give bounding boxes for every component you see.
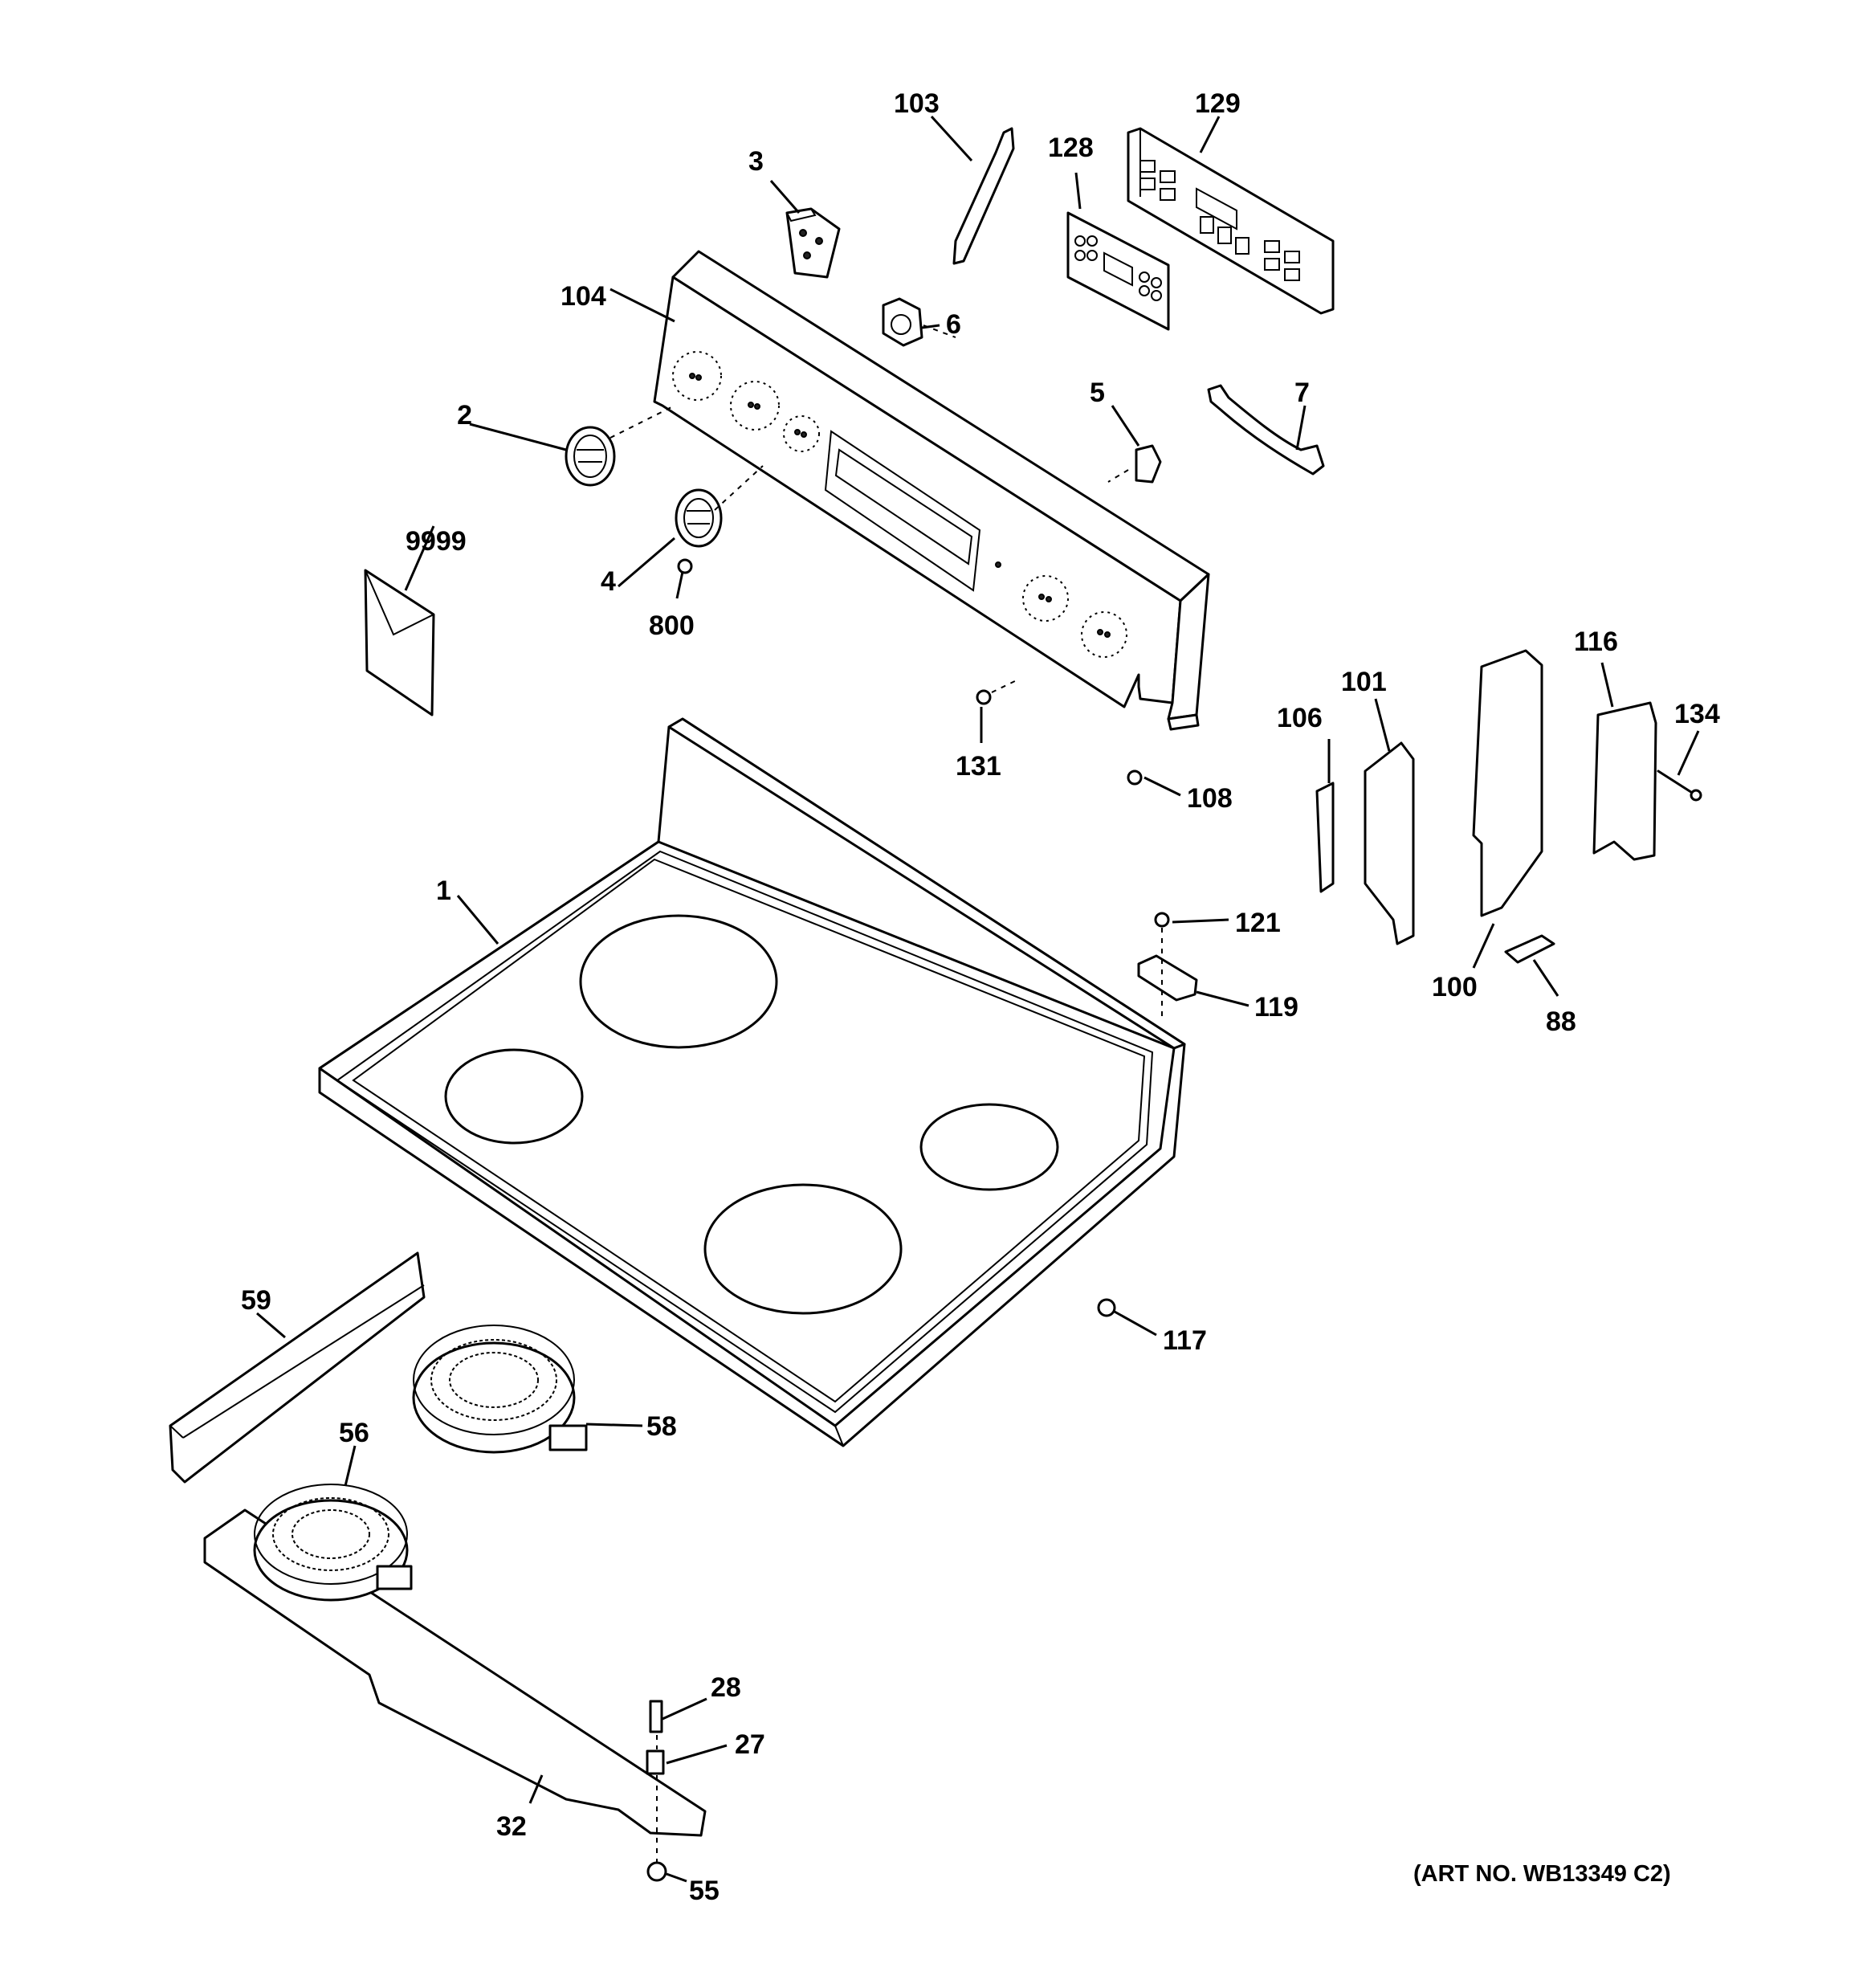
callout-2: 2: [457, 400, 472, 431]
knob-part-2: [565, 426, 616, 487]
callout-56: 56: [339, 1418, 369, 1448]
side-trim-part-100: [1472, 649, 1543, 917]
callout-28: 28: [711, 1672, 741, 1703]
trim-part-88: [1504, 934, 1555, 964]
callout-7: 7: [1294, 378, 1310, 408]
callout-9999: 9999: [406, 526, 467, 557]
burner-ring-front-left: [444, 1048, 584, 1145]
control-panel-part: [653, 250, 1210, 731]
callout-5: 5: [1090, 378, 1105, 408]
rail-part-59: [169, 1251, 426, 1484]
callout-800: 800: [649, 610, 695, 641]
callout-58: 58: [646, 1411, 677, 1442]
callout-3: 3: [748, 146, 764, 177]
overlay-part-128: [1066, 211, 1170, 331]
callout-55: 55: [689, 1876, 720, 1906]
screw-part-134: [1657, 769, 1702, 802]
switch-part-6: [882, 297, 923, 347]
stud-part-28: [649, 1700, 663, 1733]
burner-ring-front-right: [703, 1183, 903, 1315]
bracket-part-119: [1137, 954, 1198, 1002]
callout-100: 100: [1432, 972, 1478, 1002]
callout-134: 134: [1674, 699, 1720, 729]
switch-part-5: [1135, 444, 1162, 484]
heating-element-part-56: [253, 1484, 413, 1602]
screw-part-800: [677, 558, 693, 574]
callout-6: 6: [946, 309, 961, 340]
bracket-part-103: [952, 127, 1015, 265]
callout-119: 119: [1254, 992, 1298, 1023]
cooktop-part: [318, 717, 1186, 1447]
callout-121: 121: [1235, 908, 1281, 938]
callout-101: 101: [1341, 667, 1387, 697]
control-board-part-129: [1127, 127, 1335, 315]
callout-4: 4: [601, 566, 616, 597]
literature-part-9999: [364, 569, 435, 716]
callout-1: 1: [436, 876, 451, 906]
knob-part-4: [675, 488, 723, 548]
callout-59: 59: [241, 1285, 271, 1316]
screw-part-131: [976, 689, 992, 705]
wire-harness-part-7: [1207, 384, 1325, 476]
callout-117: 117: [1163, 1325, 1207, 1356]
bracket-part-106: [1315, 782, 1335, 893]
end-cap-part-116: [1592, 701, 1657, 861]
callout-106: 106: [1277, 703, 1323, 733]
spacer-part-27: [646, 1749, 665, 1775]
switch-part-3: [785, 207, 841, 279]
art-number: (ART NO. WB13349 C2): [1413, 1861, 1671, 1887]
callout-108: 108: [1187, 783, 1233, 814]
callout-103: 103: [894, 88, 940, 119]
callout-116: 116: [1574, 627, 1618, 657]
callout-32: 32: [496, 1811, 527, 1842]
callout-104: 104: [561, 281, 606, 312]
callout-131: 131: [956, 751, 1001, 782]
bracket-part-101: [1364, 741, 1415, 945]
callout-27: 27: [735, 1729, 765, 1760]
nut-part-55: [646, 1861, 667, 1882]
nut-part-117: [1097, 1298, 1116, 1317]
burner-ring-rear-right: [919, 1103, 1059, 1191]
screw-part-108: [1127, 769, 1143, 786]
burner-ring-rear-left: [579, 914, 778, 1049]
callout-88: 88: [1546, 1006, 1576, 1037]
heating-element-part-58: [412, 1325, 588, 1454]
callout-128: 128: [1048, 133, 1094, 163]
callout-129: 129: [1195, 88, 1241, 119]
screw-part-121: [1154, 912, 1170, 928]
